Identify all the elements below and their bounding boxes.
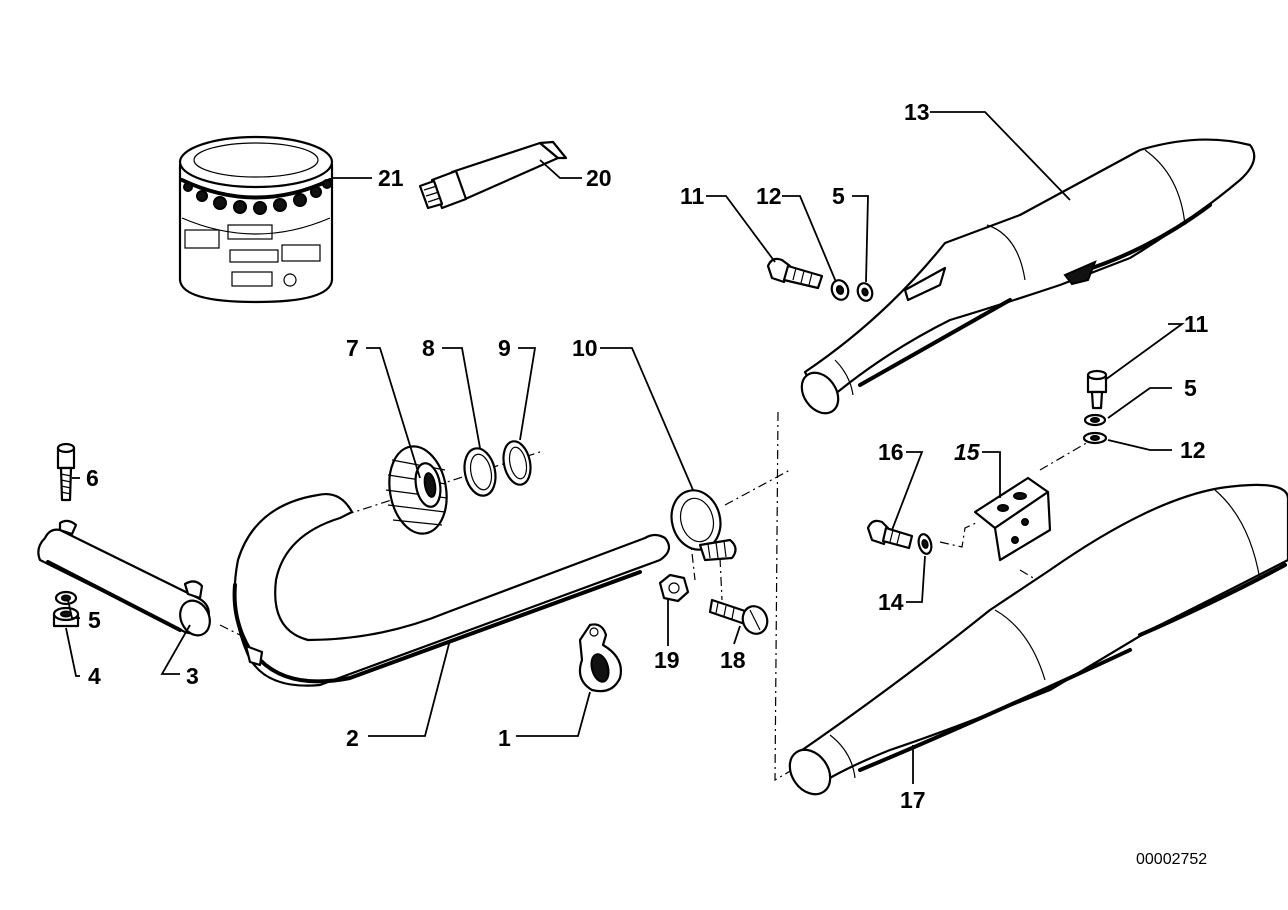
leader-lines: [65, 111, 1185, 784]
part-9-ring: [502, 440, 532, 486]
part-12-washer-upper: [830, 279, 850, 301]
callout-4: 4: [88, 663, 101, 689]
part-18-screw: [708, 598, 769, 635]
part-17-muffler-lower: [788, 483, 1288, 796]
callout-7: 7: [346, 335, 359, 361]
callout-8: 8: [422, 335, 435, 361]
part-4-nut: [52, 606, 80, 628]
callout-13: 13: [904, 99, 930, 125]
callout-14: 14: [878, 589, 904, 615]
part-5-washer-left: [54, 590, 78, 606]
part-5-washer-right: [1083, 413, 1107, 427]
part-8-ring: [463, 447, 497, 497]
part-7-finned-ring: [385, 445, 448, 535]
callout-11-upper: 11: [680, 183, 705, 209]
callout-5-right: 5: [1184, 375, 1197, 401]
document-number: 00002752: [1136, 851, 1207, 868]
callout-1: 1: [498, 725, 511, 751]
part-3-crossover-pipe: [37, 519, 211, 637]
part-10-clamp: [670, 489, 737, 562]
callout-11-right: 11: [1184, 311, 1209, 337]
callout-17: 17: [900, 787, 926, 813]
part-1-clip: [578, 623, 622, 693]
part-16-screw: [866, 519, 914, 550]
part-11-screw-upper: [766, 257, 824, 290]
callout-5-left: 5: [88, 607, 101, 633]
callout-2: 2: [346, 725, 359, 751]
part-20-tube: [418, 140, 568, 210]
part-15-bracket: [973, 476, 1052, 562]
part-5-washer-upper: [856, 282, 874, 302]
part-13-muffler-upper: [800, 138, 1256, 415]
callout-16: 16: [878, 439, 904, 465]
callout-15: 15: [954, 439, 981, 465]
callout-5-upper: 5: [832, 183, 845, 209]
callout-21: 21: [378, 165, 404, 191]
callout-labels: 21 20 13 11 12 5 11 5 12 15 16 14 17 7 8…: [86, 99, 1209, 813]
part-21-container: [178, 135, 334, 304]
callout-10: 10: [572, 335, 598, 361]
callout-18: 18: [720, 647, 746, 673]
part-19-nut: [658, 573, 690, 603]
callout-20: 20: [586, 165, 612, 191]
can-perforation-ring: [183, 179, 332, 215]
callout-3: 3: [186, 663, 199, 689]
callout-6: 6: [86, 465, 99, 491]
callout-12-upper: 12: [756, 183, 782, 209]
part-11-screw-right: [1086, 369, 1108, 410]
callout-9: 9: [498, 335, 511, 361]
part-12-washer-right: [1082, 431, 1108, 445]
callout-12-right: 12: [1180, 437, 1206, 463]
part-14-washer: [917, 533, 933, 555]
part-6-screw: [56, 442, 76, 502]
callout-19: 19: [654, 647, 680, 673]
part-2-header-pipe: [232, 493, 671, 687]
